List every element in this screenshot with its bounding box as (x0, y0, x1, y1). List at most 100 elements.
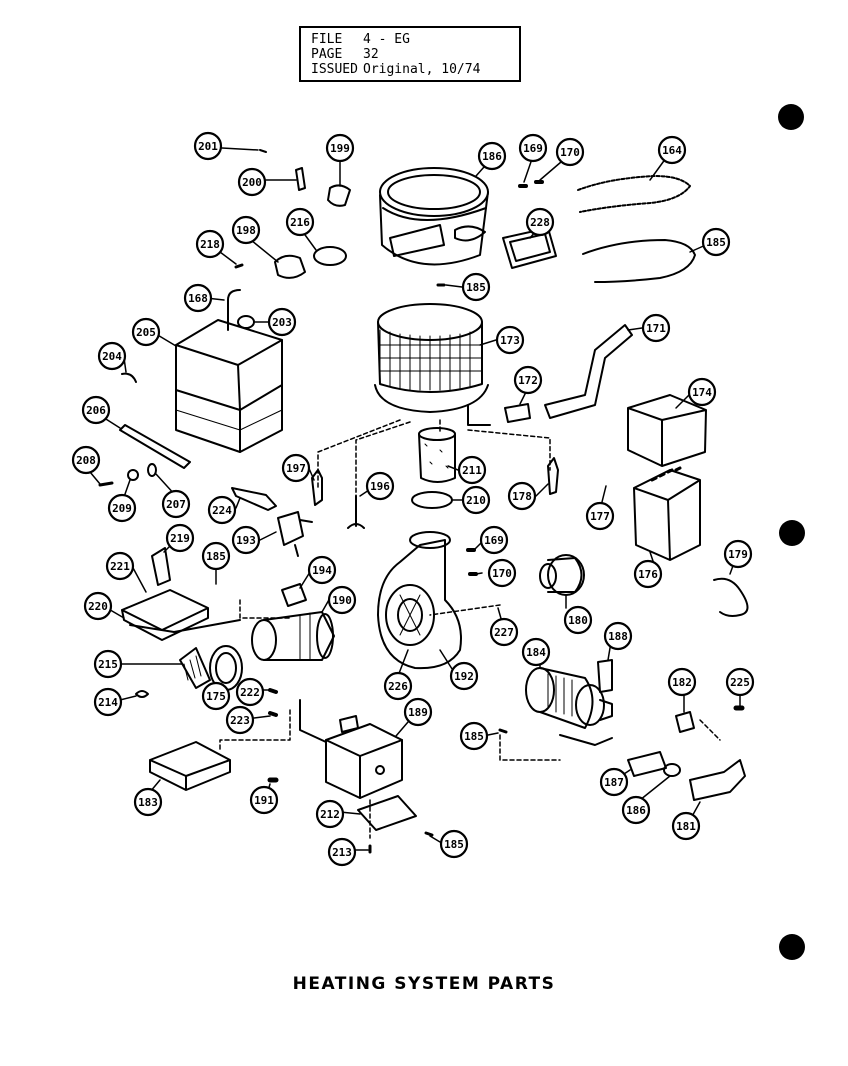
callout-number: 220 (88, 600, 108, 613)
sensor-178 (547, 457, 559, 495)
callout-circle (641, 313, 671, 343)
callout-number: 196 (370, 480, 390, 493)
callout-circle (457, 455, 487, 485)
callout-circle (723, 539, 753, 569)
callout-c193: 193 (231, 525, 261, 555)
callout-number: 204 (102, 350, 122, 363)
callout-circle (193, 131, 223, 161)
callout-c198: 198 (231, 215, 261, 245)
binder-hole-top (778, 104, 804, 130)
callout-circle (195, 229, 225, 259)
callout-circle (521, 637, 551, 667)
callout-number: 228 (530, 216, 550, 229)
bracket-212 (357, 795, 417, 831)
callout-c191: 191 (249, 785, 279, 815)
callout-c224: 224 (207, 495, 237, 525)
callout-c187: 187 (599, 767, 629, 797)
callout-circle (249, 785, 279, 815)
callout-circle (479, 525, 509, 555)
callout-number: 212 (320, 808, 340, 821)
callout-circle (307, 555, 337, 585)
callout-circle (83, 591, 113, 621)
callout-c213: 213 (327, 837, 357, 867)
washers-169-170-b (466, 548, 478, 576)
plate-216 (313, 246, 347, 266)
callout-c222: 222 (235, 677, 265, 707)
bolt-208 (98, 481, 114, 487)
callout-number: 215 (98, 658, 118, 671)
callout-c172: 172 (513, 365, 543, 395)
callout-circle (461, 272, 491, 302)
callout-c185b: 185 (701, 227, 731, 257)
filter-element-211 (418, 427, 456, 483)
callout-number: 227 (494, 626, 514, 639)
callout-c212: 212 (315, 799, 345, 829)
solenoid-193 (277, 511, 313, 557)
fuel-tank (175, 289, 283, 453)
callout-circle (518, 133, 548, 163)
callout-circle (585, 501, 615, 531)
callout-number: 183 (138, 796, 158, 809)
callout-number: 211 (462, 464, 482, 477)
callout-number: 223 (230, 714, 250, 727)
callout-c208: 208 (71, 445, 101, 475)
callout-number: 224 (212, 504, 232, 517)
callout-circle (97, 341, 127, 371)
callout-c228: 228 (525, 207, 555, 237)
callout-number: 186 (482, 150, 502, 163)
callout-c192: 192 (449, 661, 479, 691)
binder-hole-middle (779, 520, 805, 546)
callout-number: 206 (86, 404, 106, 417)
callout-circle (161, 489, 191, 519)
callout-c190: 190 (327, 585, 357, 615)
callout-c199: 199 (325, 133, 355, 163)
callout-number: 193 (236, 534, 256, 547)
blower-housing-cover (379, 167, 489, 266)
callout-circle (461, 485, 491, 515)
callout-number: 216 (290, 216, 310, 229)
binder-hole-bottom (779, 934, 805, 960)
callout-c176: 176 (633, 559, 663, 589)
callout-number: 185 (466, 281, 486, 294)
callout-c215: 215 (93, 649, 123, 679)
screws-185e-213 (368, 831, 434, 854)
callout-circle (285, 207, 315, 237)
callout-c206: 206 (81, 395, 111, 425)
clamp-band-lower (582, 239, 696, 283)
callout-number: 194 (312, 564, 332, 577)
callout-c223: 223 (225, 705, 255, 735)
callout-number: 169 (484, 534, 504, 547)
callout-number: 210 (466, 494, 486, 507)
callout-number: 201 (198, 140, 218, 153)
callout-number: 168 (188, 292, 208, 305)
callout-circle (93, 649, 123, 679)
issued-value: Original, 10/74 (363, 62, 481, 77)
hose-181 (689, 759, 746, 801)
callout-number: 186 (626, 804, 646, 817)
callout-number: 182 (672, 676, 692, 689)
callout-c185c: 185 (201, 541, 231, 571)
motor-190 (251, 611, 335, 661)
callout-c178: 178 (507, 481, 537, 511)
callout-c220: 220 (83, 591, 113, 621)
washer-207 (147, 463, 157, 477)
wire-179 (713, 577, 749, 617)
callout-c203: 203 (267, 307, 297, 337)
callout-number: 226 (388, 680, 408, 693)
clamp-186 (663, 763, 681, 777)
callout-c204: 204 (97, 341, 127, 371)
callout-circle (183, 283, 213, 313)
callout-circle (667, 667, 697, 697)
callout-circle (237, 167, 267, 197)
callout-c219: 219 (165, 523, 195, 553)
callout-circle (325, 133, 355, 163)
callout-number: 198 (236, 224, 256, 237)
switch-198 (274, 254, 306, 279)
valve-196 (347, 495, 365, 529)
callout-number: 175 (206, 690, 226, 703)
